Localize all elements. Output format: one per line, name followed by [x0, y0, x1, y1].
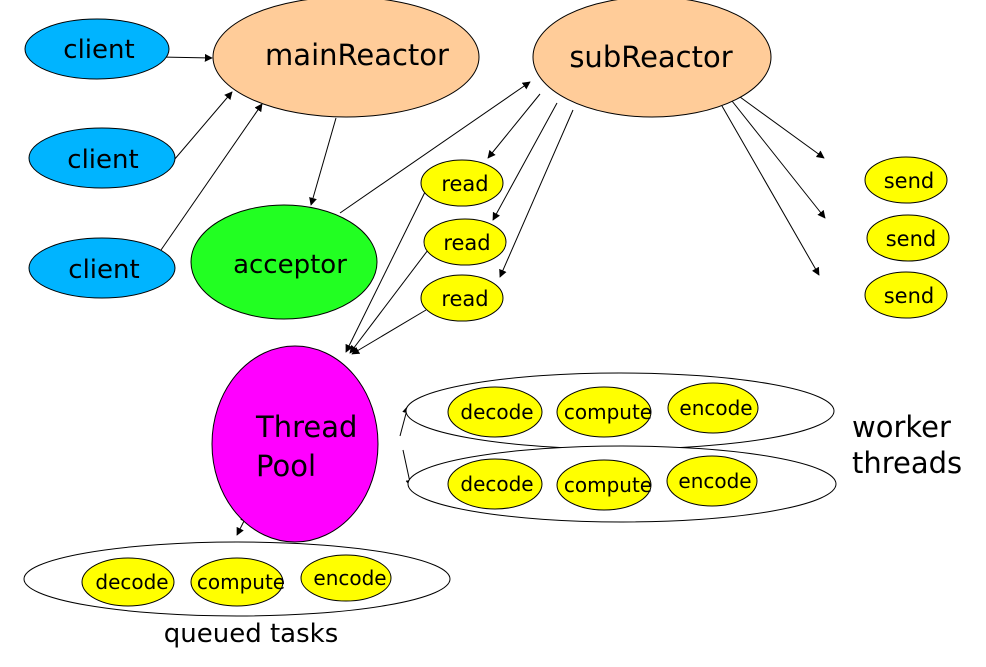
client-label: client [63, 35, 134, 65]
main-reactor-node: mainReactor [212, 0, 480, 118]
edge-client1-mainreactor [159, 53, 213, 62]
read-node-2: read [423, 218, 507, 266]
send-label: send [886, 227, 937, 251]
read-node-3: read [420, 274, 504, 322]
edge-client2-mainreactor [173, 91, 233, 161]
send-node-2: send [866, 214, 950, 262]
queued-tasks-group: decode compute encode [23, 541, 451, 617]
encode-task-label: encode [313, 566, 386, 590]
send-node-3: send [864, 271, 948, 319]
read-label: read [441, 287, 488, 311]
client-ellipse [28, 127, 176, 189]
edges [159, 53, 826, 536]
compute-task-label: compute [564, 473, 652, 497]
worker-thread-row-1: decode compute encode [405, 372, 835, 450]
acceptor-label: acceptor [233, 250, 347, 280]
compute-task-ellipse [556, 459, 652, 511]
queued-tasks-label: queued tasks [164, 619, 339, 649]
sub-reactor-node: subReactor [532, 0, 772, 118]
edge-subreactor-read1 [487, 93, 541, 159]
encode-task-label: encode [678, 469, 751, 493]
sub-reactor-label: subReactor [569, 40, 732, 74]
compute-task-ellipse [556, 386, 652, 438]
compute-task-label: compute [197, 570, 285, 594]
acceptor-ellipse [190, 204, 378, 320]
read-ellipse [420, 274, 504, 322]
encode-task-label: encode [679, 396, 752, 420]
edge-subreactor-read2 [492, 102, 558, 221]
main-reactor-label: mainReactor [265, 38, 449, 72]
send-ellipse [864, 271, 948, 319]
worker-threads-label-line1: worker [852, 410, 951, 444]
client-node-3: client [28, 237, 176, 299]
compute-task-ellipse [190, 557, 284, 607]
client-node-2: client [28, 127, 176, 189]
read-label: read [441, 172, 488, 196]
encode-task-ellipse [666, 455, 758, 507]
thread-pool-label-line1: Thread [255, 410, 357, 444]
edge-subreactor-send1 [739, 96, 825, 159]
edge-read3-threadpool [351, 309, 427, 355]
encode-task-ellipse [667, 382, 759, 434]
read-node-1: read [420, 159, 504, 207]
thread-pool-ellipse [211, 345, 379, 543]
decode-task-label: decode [460, 400, 533, 424]
compute-task-label: compute [564, 400, 652, 424]
decode-task-ellipse [81, 557, 175, 607]
encode-task-ellipse [300, 554, 392, 602]
decode-task-ellipse [447, 386, 543, 438]
decode-task-label: decode [460, 472, 533, 496]
send-ellipse [866, 214, 950, 262]
decode-task-ellipse [447, 458, 543, 510]
client-label: client [68, 255, 139, 285]
read-ellipse [423, 218, 507, 266]
edge-read1-threadpool [345, 191, 426, 353]
send-label: send [884, 284, 935, 308]
read-ellipse [420, 159, 504, 207]
send-label: send [884, 169, 935, 193]
sub-reactor-ellipse [532, 0, 772, 118]
edge-client3-mainreactor [160, 103, 263, 251]
edge-read2-threadpool [349, 249, 429, 354]
acceptor-node: acceptor [190, 204, 378, 320]
edge-acceptor-subreactor [339, 81, 531, 214]
edge-subreactor-read3 [499, 109, 574, 278]
thread-pool-node: Thread Pool [211, 345, 379, 543]
client-label: client [67, 145, 138, 175]
client-node-1: client [24, 18, 170, 80]
edge-mainreactor-acceptor [309, 117, 337, 206]
edge-subreactor-send2 [731, 100, 826, 219]
client-ellipse [24, 18, 170, 80]
send-node-1: send [864, 156, 948, 204]
worker-thread-row-2: decode compute encode [407, 445, 837, 523]
thread-pool-label-line2: Pool [256, 449, 316, 483]
send-ellipse [864, 156, 948, 204]
read-label: read [443, 231, 490, 255]
client-ellipse [28, 237, 176, 299]
worker-threads-label-line2: threads [852, 446, 962, 480]
edge-subreactor-send3 [721, 105, 820, 276]
main-reactor-ellipse [212, 0, 480, 118]
decode-task-label: decode [95, 570, 168, 594]
